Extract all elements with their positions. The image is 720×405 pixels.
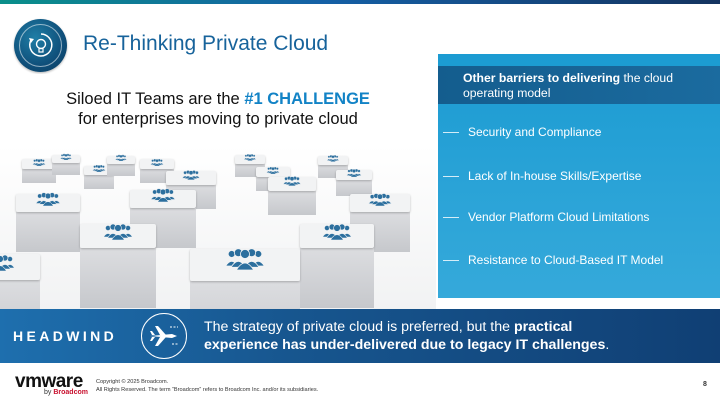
headline-line2: for enterprises moving to private cloud	[78, 110, 358, 128]
team-cube	[80, 223, 156, 308]
headline: Siloed IT Teams are the #1 CHALLENGE for…	[0, 89, 436, 129]
headwind-label: HEADWIND	[13, 328, 118, 344]
team-group-icon	[224, 248, 266, 270]
team-cube	[107, 154, 135, 176]
team-group-icon	[150, 158, 164, 166]
team-cube	[22, 158, 56, 183]
team-group-icon	[150, 188, 176, 202]
team-cube	[130, 188, 196, 248]
team-group-icon	[326, 154, 340, 162]
headwind-band	[0, 309, 720, 363]
headline-highlight: #1 CHALLENGE	[244, 90, 370, 108]
barrier-item-security: Security and Compliance	[438, 123, 720, 143]
barrier-item-vendor: Vendor Platform Cloud Limitations	[438, 208, 720, 228]
team-cube	[84, 164, 114, 189]
barrier-item-resistance: Resistance to Cloud-Based IT Model	[438, 251, 720, 271]
airplane-headwind-icon	[141, 313, 187, 359]
team-cube	[16, 192, 80, 252]
team-cube	[336, 168, 372, 196]
team-cube	[52, 153, 80, 175]
team-group-icon	[346, 168, 362, 177]
team-cube	[190, 248, 300, 310]
barriers-heading-rest: the cloud operating model	[463, 71, 673, 100]
team-group-icon	[283, 176, 301, 187]
right-header-strip	[438, 4, 720, 54]
team-group-icon	[243, 153, 257, 161]
team-cube	[300, 223, 374, 308]
team-group-icon	[368, 193, 392, 206]
team-cube	[140, 158, 174, 183]
top-accent-bar	[0, 0, 720, 4]
barriers-heading: Other barriers to delivering the cloud o…	[438, 66, 720, 104]
team-group-icon	[182, 170, 200, 181]
headline-line1: Siloed IT Teams are the	[66, 90, 245, 108]
team-group-icon	[32, 158, 46, 166]
team-group-icon	[60, 153, 72, 161]
team-group-icon	[102, 223, 134, 240]
team-cube	[0, 254, 40, 310]
team-group-icon	[321, 223, 353, 240]
team-group-icon	[35, 192, 61, 206]
page-title: Re-Thinking Private Cloud	[83, 32, 329, 55]
team-group-icon	[115, 154, 127, 162]
vmware-logo: vmware	[15, 371, 83, 392]
team-cube	[268, 176, 316, 215]
team-group-icon	[0, 254, 16, 271]
team-group-icon	[92, 164, 106, 172]
siloed-teams-illustration: Siloed IT Teams are the #1 CHALLENGE for…	[0, 74, 436, 310]
team-group-icon	[266, 166, 280, 174]
lightbulb-cycle-icon	[14, 19, 67, 72]
barriers-heading-bold: Other barriers to delivering	[463, 71, 621, 85]
barrier-item-skills: Lack of In-house Skills/Expertise	[438, 167, 720, 187]
broadcom-byline: by Broadcom	[44, 389, 88, 396]
headwind-quote: The strategy of private cloud is preferr…	[204, 319, 610, 353]
page-number: 8	[703, 381, 707, 388]
copyright-text: Copyright © 2025 Broadcom. All Rights Re…	[96, 379, 319, 393]
